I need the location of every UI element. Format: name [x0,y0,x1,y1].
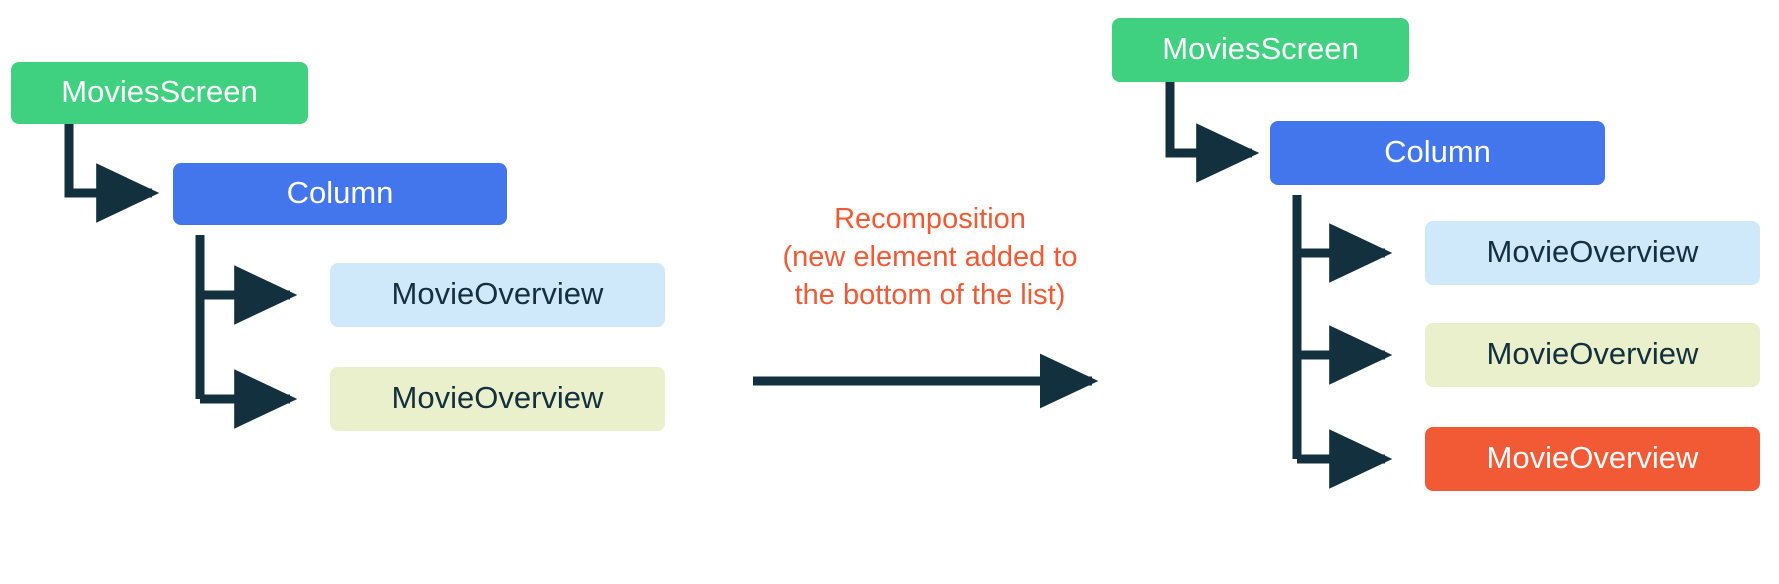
node-movie-overview-1-before[interactable]: MovieOverview [330,263,665,327]
node-label: MovieOverview [1487,234,1699,269]
connector-moviesscreen-to-column [1165,82,1260,183]
node-box [1425,427,1760,491]
node-movie-overview-2-before[interactable]: MovieOverview [330,367,665,431]
after-tree: MoviesScreen Column MovieOverview MovieO… [1112,18,1760,491]
node-label: MovieOverview [1487,440,1699,475]
transition-line-3: the bottom of the list) [795,279,1066,311]
before-tree: MoviesScreen Column MovieOverview MovieO… [11,62,665,431]
node-label: MovieOverview [392,380,604,415]
transition-title: Recomposition [834,203,1026,235]
node-box [1425,221,1760,285]
node-label: MovieOverview [392,276,604,311]
node-box [1425,323,1760,387]
node-label: Column [287,175,394,210]
transition-line-2: (new element added to [782,241,1077,273]
node-movie-overview-3-after[interactable]: MovieOverview [1425,427,1760,491]
node-label: Column [1384,134,1491,169]
node-column-after[interactable]: Column [1270,121,1605,185]
node-box [11,62,308,124]
node-label: MoviesScreen [61,74,257,109]
node-box [1270,121,1605,185]
node-box [173,163,507,225]
node-label: MoviesScreen [1162,31,1358,66]
transition-group: Recomposition (new element added to the … [753,203,1099,409]
node-movie-overview-2-after[interactable]: MovieOverview [1425,323,1760,387]
node-column-before[interactable]: Column [173,163,507,225]
connector-moviesscreen-to-column [64,123,160,223]
node-box [1112,18,1409,82]
node-movies-screen-before[interactable]: MoviesScreen [11,62,308,124]
node-movie-overview-1-after[interactable]: MovieOverview [1425,221,1760,285]
node-movies-screen-after[interactable]: MoviesScreen [1112,18,1409,82]
node-box [330,367,665,431]
node-label: MovieOverview [1487,336,1699,371]
node-box [330,263,665,327]
